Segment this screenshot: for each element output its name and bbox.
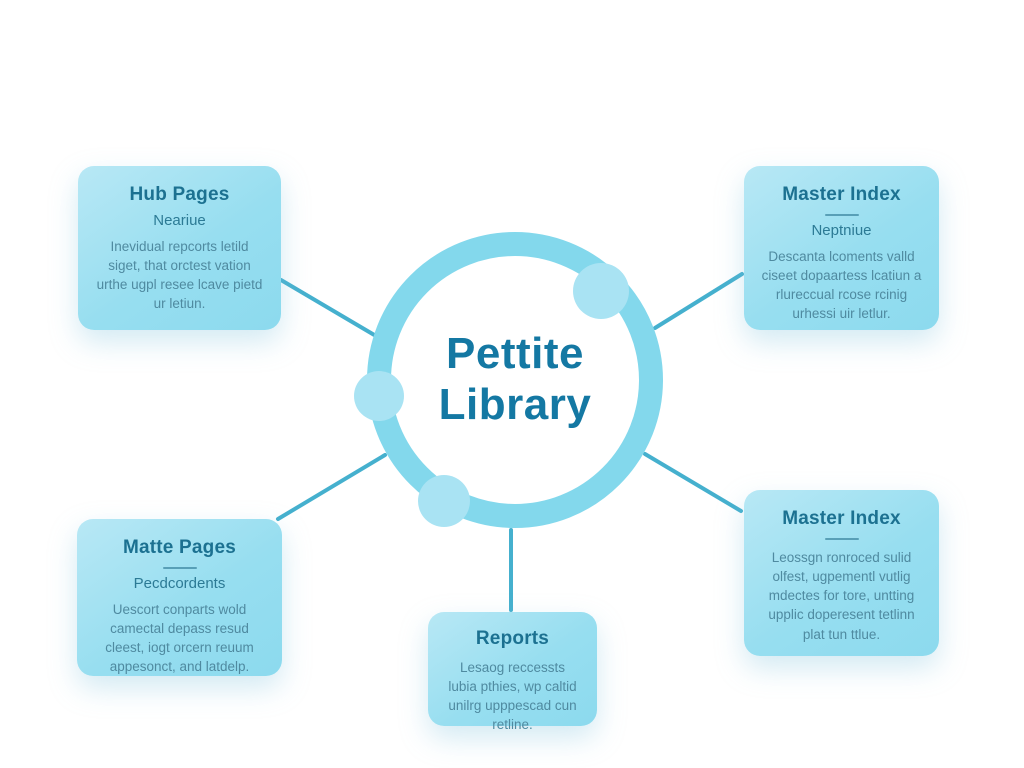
ring-dot-left [354,371,404,421]
node-matte-pages: Matte Pages Pecdcordents Uescort conpart… [77,519,282,676]
divider [824,538,859,540]
node-title: Hub Pages [129,184,230,205]
center-title: Pettite Library [438,329,592,429]
connector-master-index-top [653,272,744,330]
node-hub-pages: Hub Pages Neariue Inevidual repcorts let… [78,166,281,330]
node-subtitle: Pecdcordents [133,575,226,592]
node-body: Uescort conparts wold camectal depass re… [105,602,254,675]
node-subtitle: Neariue [153,212,206,229]
node-body: Inevidual repcorts letild siget, that or… [96,239,263,312]
node-reports: Reports Lesaog reccessts lubia pthies, w… [428,612,597,732]
node-title: Master Index [782,508,901,529]
node-body: Leossgn ronroced sulid olfest, ugpementl… [768,550,915,642]
connector-hub-pages [279,278,378,338]
node-body: Descanta lcoments valld ciseet dopaartes… [761,249,922,322]
node-title: Reports [475,628,550,649]
node-body: Lesaog reccessts lubia pthies, wp caltid… [448,660,577,733]
node-master-index-top: Master Index Neptniue Descanta lcoments … [744,166,939,330]
node-master-index-bottom: Master Index Leossgn ronroced sulid olfe… [744,490,939,656]
ring-dot-top-right [573,263,629,319]
node-subtitle: Neptniue [811,222,872,239]
connector-matte-pages [276,453,387,521]
node-title: Master Index [782,184,901,205]
divider [824,214,859,216]
node-title: Matte Pages [122,537,237,558]
connector-master-index-bottom [643,452,743,513]
divider [162,567,197,569]
ring-dot-bottom-left [418,475,470,527]
